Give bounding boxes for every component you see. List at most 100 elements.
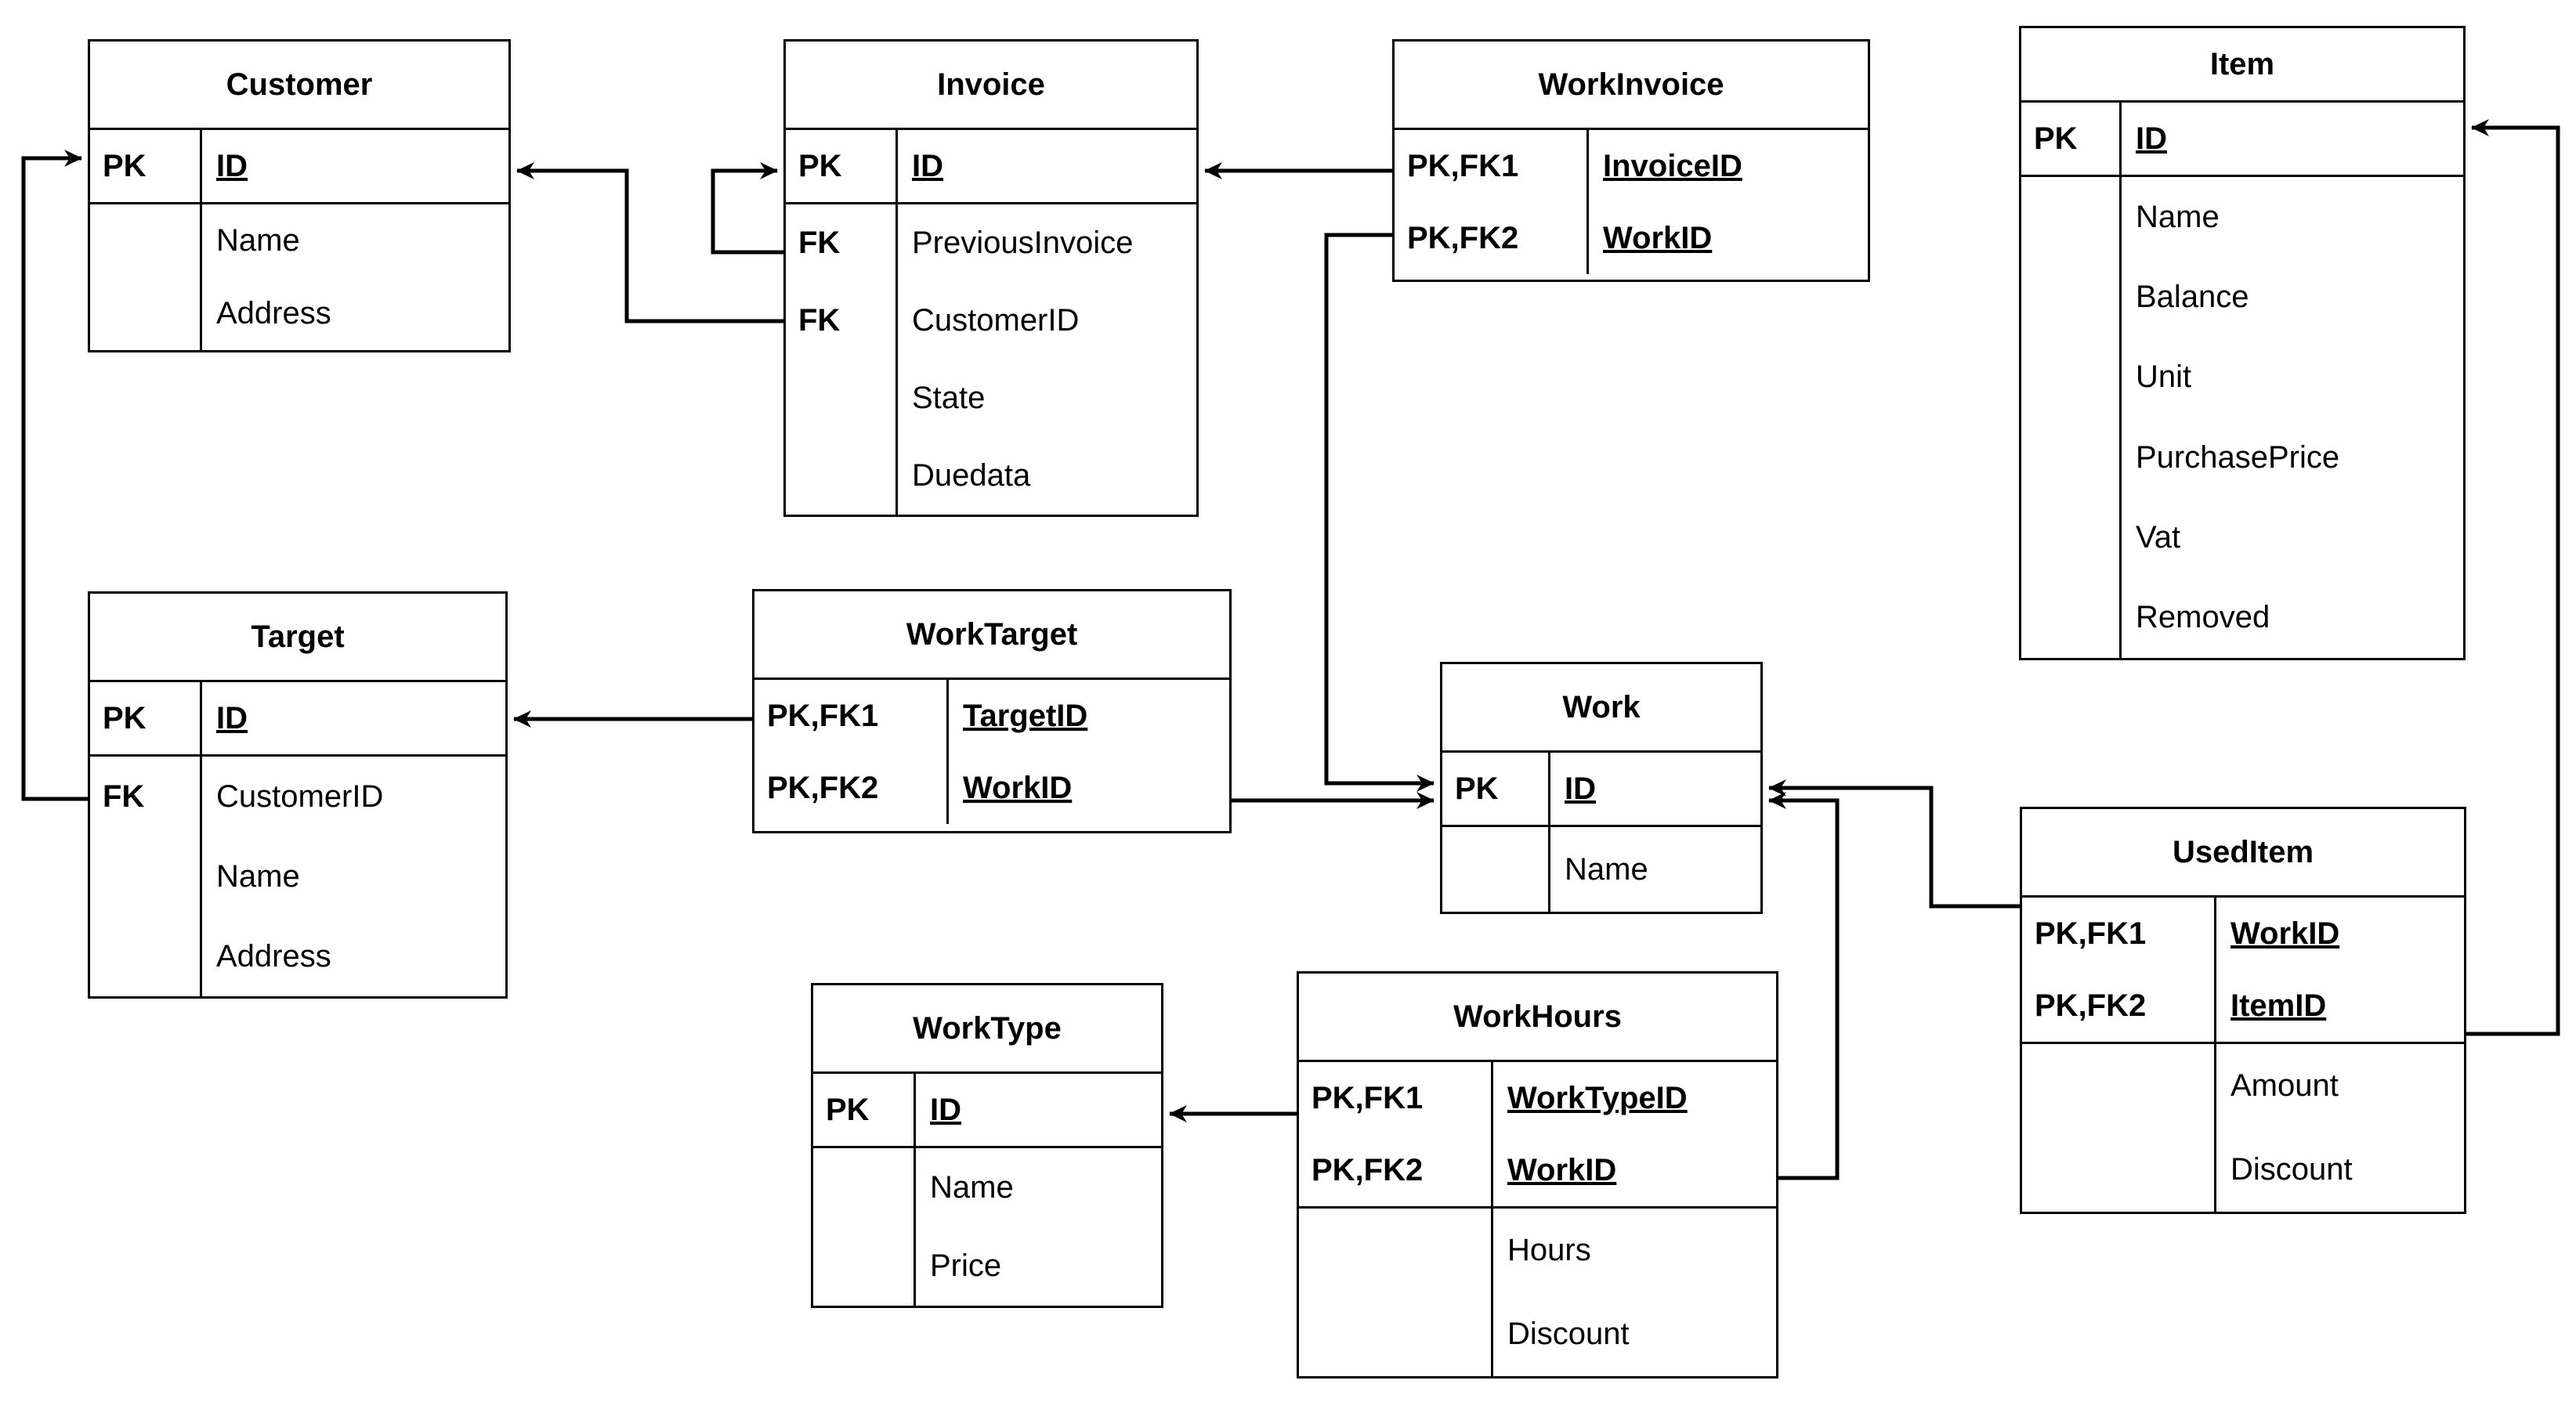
key-label (2021, 578, 2119, 658)
key-label: PK,FK2 (1407, 220, 1519, 255)
attribute-name: ID (200, 130, 508, 202)
attribute-row[interactable]: Discount (2022, 1128, 2464, 1212)
attribute-section-work: Name (1442, 825, 1760, 912)
attribute-name: Balance (2119, 257, 2463, 338)
key-section-invoice: PK ID (786, 128, 1196, 202)
connector-invoice-customer (516, 162, 783, 323)
key-label (1299, 1292, 1491, 1376)
key-label: PK,FK2 (2035, 988, 2147, 1023)
attribute-name: Address (200, 277, 508, 350)
connector-useditem-item (2466, 119, 2560, 1036)
attribute-row[interactable]: Name (2021, 177, 2463, 258)
attribute-row[interactable]: Name (1442, 827, 1760, 912)
attribute-row[interactable]: Hours (1299, 1209, 1776, 1292)
attribute-row[interactable]: State (786, 360, 1196, 437)
attribute-name: ID (2119, 103, 2463, 175)
connector-useditem-work (1768, 779, 2020, 909)
key-label: PK,FK2 (1312, 1152, 1424, 1187)
attribute-row[interactable]: PK,FK2 WorkID (1299, 1134, 1776, 1206)
key-label: FK (103, 779, 145, 814)
attribute-row[interactable]: Unit (2021, 337, 2463, 417)
key-label (2021, 497, 2119, 577)
key-label: PK (798, 148, 842, 183)
key-label: FK (798, 303, 841, 338)
key-label (2021, 417, 2119, 497)
key-label (813, 1227, 914, 1306)
attribute-name: ID (1548, 753, 1760, 825)
key-label: FK (798, 226, 841, 260)
attribute-row[interactable]: Address (90, 916, 505, 996)
attribute-row[interactable]: PK ID (813, 1074, 1161, 1146)
attribute-name: ID (895, 130, 1196, 202)
attribute-row[interactable]: Name (90, 837, 505, 916)
attribute-row[interactable]: Duedata (786, 437, 1196, 515)
attribute-name: Removed (2119, 577, 2463, 658)
attribute-row[interactable]: FK CustomerID (786, 282, 1196, 360)
attribute-name: ID (914, 1074, 1161, 1146)
attribute-row[interactable]: PK ID (786, 130, 1196, 202)
attribute-row[interactable]: Price (813, 1227, 1161, 1306)
key-label (1299, 1209, 1491, 1292)
key-section-worktype: PK ID (813, 1071, 1161, 1146)
attribute-name: CustomerID (895, 282, 1196, 360)
key-label: PK,FK2 (767, 770, 879, 805)
attribute-row[interactable]: Discount (1299, 1292, 1776, 1376)
key-label: PK (826, 1092, 870, 1127)
attribute-name: Name (2119, 177, 2463, 258)
entity-title-work: Work (1562, 689, 1641, 724)
attribute-name: ItemID (2214, 970, 2464, 1042)
attribute-row[interactable]: Address (90, 277, 508, 350)
attribute-row[interactable]: Balance (2021, 257, 2463, 338)
attribute-row[interactable]: PK ID (2021, 103, 2463, 175)
entity-title-item: Item (2209, 46, 2275, 81)
attribute-row[interactable]: Amount (2022, 1044, 2464, 1128)
connector-invoice-self (711, 162, 783, 255)
attribute-row[interactable]: Removed (2021, 577, 2463, 658)
key-label: PK,FK1 (767, 698, 879, 733)
attribute-row[interactable]: PurchasePrice (2021, 417, 2463, 498)
entity-title-workinvoice: WorkInvoice (1538, 67, 1724, 102)
attribute-name: WorkTypeID (1491, 1062, 1776, 1134)
key-label (786, 360, 895, 437)
attribute-row[interactable]: Name (813, 1148, 1161, 1227)
key-label (90, 204, 200, 277)
attribute-name: Discount (2214, 1128, 2464, 1212)
attribute-row[interactable]: Vat (2021, 497, 2463, 578)
key-label (2022, 1128, 2214, 1212)
attribute-row[interactable]: PK,FK2 ItemID (2022, 970, 2464, 1042)
key-label: PK,FK1 (2035, 916, 2147, 951)
attribute-name: Amount (2214, 1044, 2464, 1128)
key-label: PK (2034, 121, 2078, 156)
entity-title-useditem: UsedItem (2172, 834, 2314, 869)
attribute-name: ID (200, 682, 505, 754)
attribute-row[interactable]: Name (90, 204, 508, 277)
attribute-name: WorkID (1491, 1134, 1776, 1206)
